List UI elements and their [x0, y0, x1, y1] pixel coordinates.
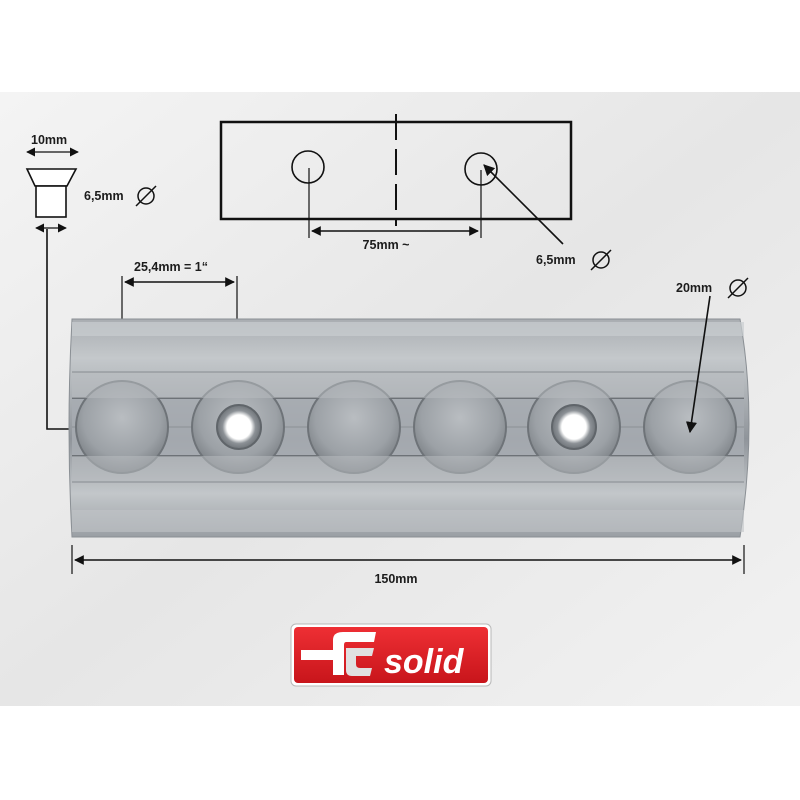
- hole-left-outline: [291, 150, 325, 184]
- rail-pockets: [75, 380, 737, 474]
- pocket-diameter-leader: [685, 295, 711, 434]
- countersink-hole-label: 6,5mm: [84, 189, 124, 203]
- countersunk-screw-icon: [25, 147, 79, 233]
- diameter-symbol-icon: [135, 185, 157, 207]
- diameter-symbol-icon: [590, 249, 612, 271]
- hole-diameter-label: 6,5mm: [536, 253, 576, 267]
- top-view-drawing: 75mm ~ 6,5mm: [219, 114, 612, 271]
- hole-spacing-label: 75mm ~: [363, 238, 410, 252]
- total-length-dimension: [71, 545, 745, 574]
- hole-diameter-leader: [483, 164, 564, 245]
- countersink-top-label: 10mm: [31, 133, 67, 147]
- total-length-label: 150mm: [374, 572, 417, 586]
- pitch-label: 25,4mm = 1“: [134, 260, 208, 274]
- pocket-diameter-label: 20mm: [676, 281, 712, 295]
- diameter-symbol-icon: [727, 277, 749, 299]
- brand-logo: solid: [290, 623, 492, 687]
- airline-rail: [68, 318, 750, 538]
- fs-logo-mark-icon: [301, 632, 376, 676]
- logo-text: solid: [384, 643, 465, 681]
